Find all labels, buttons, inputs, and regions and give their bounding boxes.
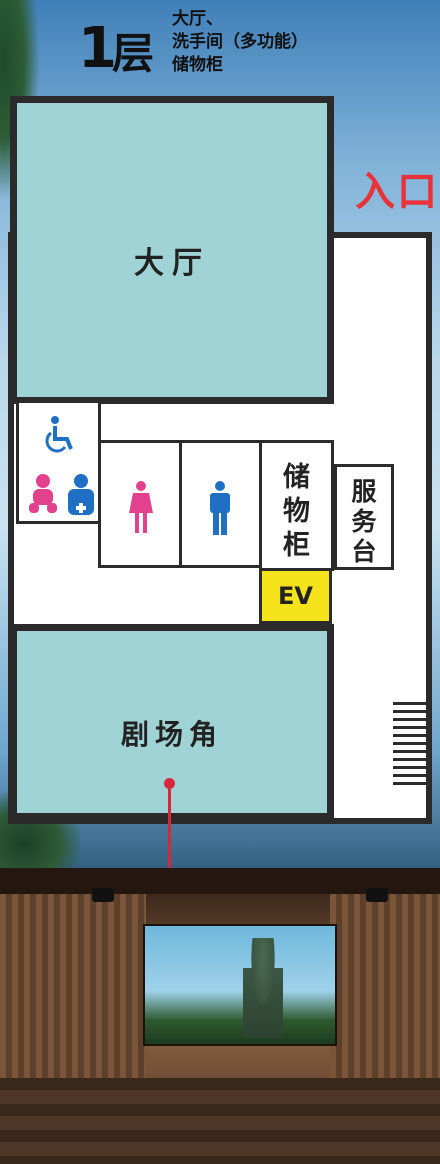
service-counter[interactable]: 服务台 bbox=[334, 464, 394, 570]
accessible-restroom[interactable] bbox=[16, 400, 101, 524]
female-restroom[interactable] bbox=[98, 440, 182, 568]
floor-number: 1 bbox=[78, 16, 117, 81]
theater-photo bbox=[0, 868, 440, 1164]
wood-wall bbox=[0, 868, 146, 1078]
service-label: 服务台 bbox=[351, 477, 377, 566]
male-restroom[interactable] bbox=[179, 440, 262, 568]
male-toilet-icon bbox=[210, 481, 230, 535]
seating-benches bbox=[0, 1078, 440, 1164]
baby-care-icon bbox=[29, 474, 57, 513]
elevator[interactable]: EV bbox=[259, 568, 332, 624]
entrance-label: 入口 bbox=[355, 169, 439, 215]
header-line: 大厅、 bbox=[172, 9, 223, 29]
theater-label: 剧场角 bbox=[120, 718, 223, 751]
speaker-icon bbox=[92, 888, 114, 902]
projection-screen bbox=[143, 924, 337, 1046]
wheelchair-icon bbox=[45, 416, 73, 453]
hall-label: 大厅 bbox=[134, 246, 210, 281]
speaker-icon bbox=[366, 888, 388, 902]
lockers-room[interactable]: 储物柜 bbox=[259, 440, 334, 571]
location-marker bbox=[164, 778, 175, 789]
floor-description: 大厅、 洗手间（多功能） 储物柜 bbox=[172, 8, 372, 77]
floor-unit: 层 bbox=[112, 29, 155, 78]
wood-wall bbox=[330, 868, 440, 1078]
marker-leader-line bbox=[168, 789, 171, 871]
nurse-icon bbox=[68, 474, 94, 515]
stairs-icon bbox=[393, 702, 427, 790]
theater-room[interactable]: 剧场角 bbox=[10, 624, 334, 820]
female-toilet-icon bbox=[129, 481, 153, 533]
statue-image bbox=[243, 938, 283, 1038]
header-line: 储物柜 bbox=[172, 55, 223, 75]
hall-room[interactable]: 大厅 bbox=[10, 96, 334, 404]
header-line: 洗手间（多功能） bbox=[172, 32, 308, 52]
lockers-label: 储物柜 bbox=[283, 462, 310, 561]
